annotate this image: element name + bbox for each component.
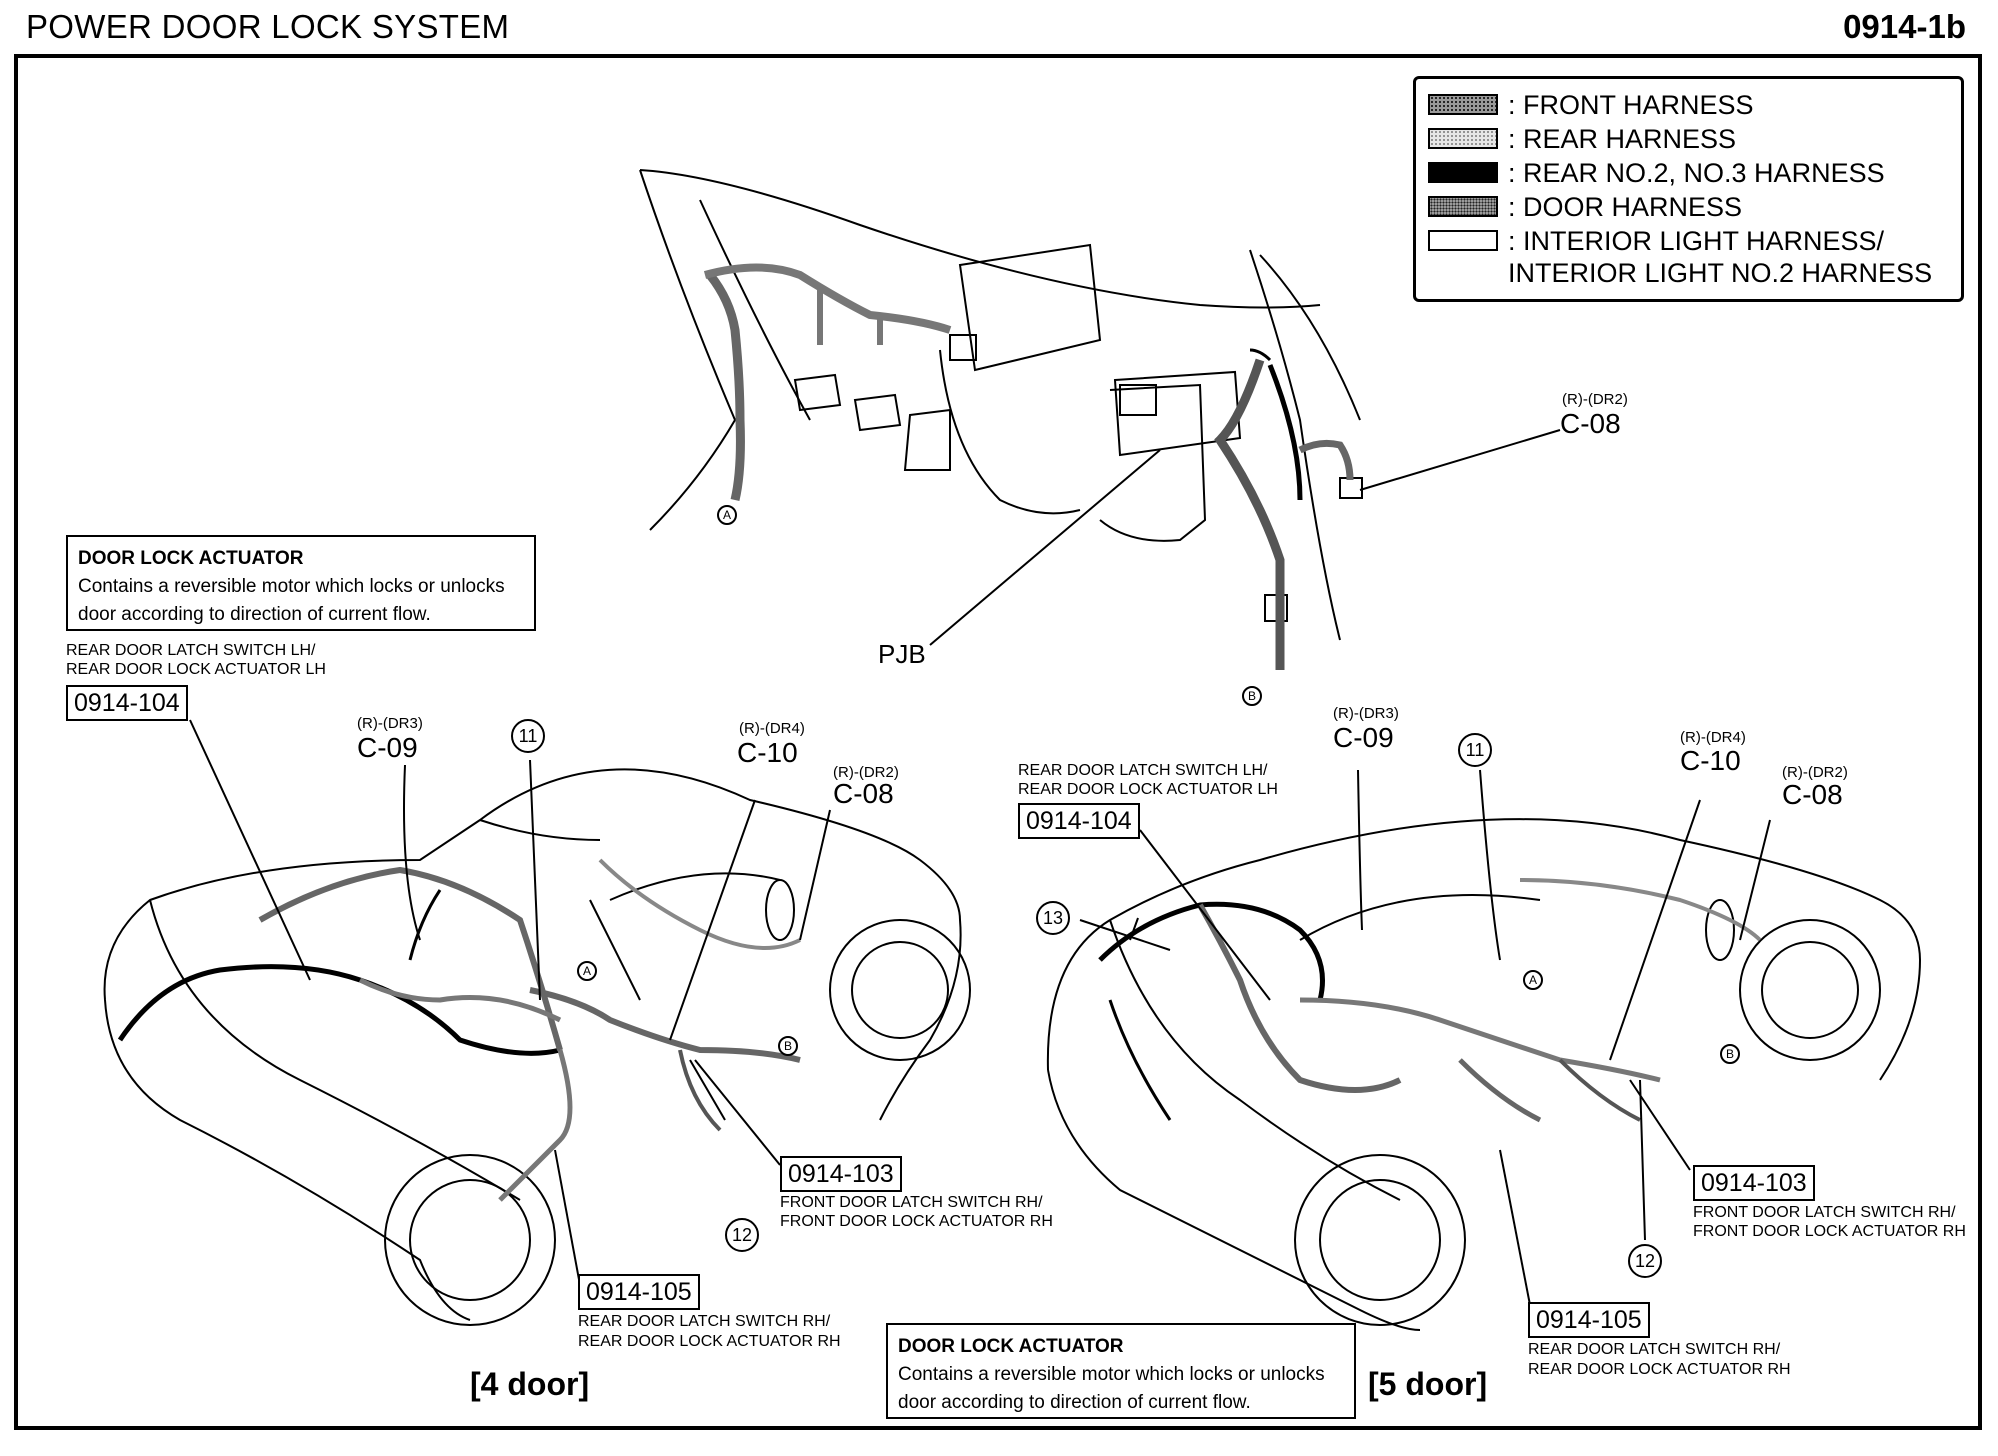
5door-variant-label: [5 door]	[1368, 1366, 1488, 1402]
5door-c10-connector-label: C-10	[1680, 745, 1741, 776]
info-line-2: door according to direction of current f…	[78, 604, 431, 625]
page-title: POWER DOOR LOCK SYSTEM	[26, 8, 510, 45]
legend-label: : REAR HARNESS	[1508, 124, 1737, 154]
5door-rear-rh-desc-1: REAR DOOR LATCH SWITCH RH/	[1528, 1341, 1781, 1358]
car-4door	[103, 719, 971, 1326]
4door-marker-b: B	[778, 1036, 798, 1056]
4door-c09-connector-label: C-09	[357, 732, 418, 763]
door-harness-swatch	[1428, 196, 1498, 217]
4door-rear-lh-code: 0914-104	[66, 685, 188, 721]
info-title: DOOR LOCK ACTUATOR	[78, 548, 304, 569]
door-lock-actuator-info-bottom: DOOR LOCK ACTUATOR Contains a reversible…	[886, 1323, 1356, 1419]
harness-legend: : FRONT HARNESS : REAR HARNESS : REAR NO…	[1413, 76, 1964, 302]
top-c08-connector-label: C-08	[1560, 408, 1621, 439]
legend-label: : FRONT HARNESS	[1508, 90, 1754, 120]
5door-front-rh-desc-1: FRONT DOOR LATCH SWITCH RH/	[1693, 1204, 1956, 1221]
4door-callout-11: 11	[511, 719, 545, 753]
4door-c08-connector-label: C-08	[833, 778, 894, 809]
5door-rear-rh-desc-2: REAR DOOR LOCK ACTUATOR RH	[1528, 1361, 1791, 1378]
5door-c10-pin-label: (R)-(DR4)	[1680, 729, 1746, 746]
car-5door	[1046, 769, 1922, 1331]
door-lock-actuator-info: DOOR LOCK ACTUATOR Contains a reversible…	[66, 535, 536, 631]
5door-rear-lh-code: 0914-104	[1018, 803, 1140, 839]
4door-rear-rh-desc-1: REAR DOOR LATCH SWITCH RH/	[578, 1313, 831, 1330]
legend-label: : INTERIOR LIGHT HARNESS/	[1508, 226, 1885, 256]
4door-rear-rh-code: 0914-105	[578, 1274, 700, 1310]
legend-label: : REAR NO.2, NO.3 HARNESS	[1508, 158, 1885, 188]
5door-rear-lh-desc-1: REAR DOOR LATCH SWITCH LH/	[1018, 762, 1268, 779]
5door-c09-pin-label: (R)-(DR3)	[1333, 705, 1399, 722]
4door-c09-pin-label: (R)-(DR3)	[357, 715, 423, 732]
legend-label-continued: INTERIOR LIGHT NO.2 HARNESS	[1508, 258, 1933, 288]
4door-front-rh-desc-1: FRONT DOOR LATCH SWITCH RH/	[780, 1194, 1043, 1211]
legend-item-rear-harness: : REAR HARNESS	[1428, 123, 1736, 155]
dashboard-view	[639, 169, 1561, 670]
info-line-1: Contains a reversible motor which locks …	[898, 1364, 1325, 1385]
5door-c09-connector-label: C-09	[1333, 722, 1394, 753]
5door-callout-12: 12	[1628, 1244, 1662, 1278]
info-line-1: Contains a reversible motor which locks …	[78, 576, 505, 597]
4door-rear-lh-desc-1: REAR DOOR LATCH SWITCH LH/	[66, 642, 316, 659]
interior-light-harness-swatch	[1428, 230, 1498, 251]
4door-front-rh-desc-2: FRONT DOOR LOCK ACTUATOR RH	[780, 1213, 1053, 1230]
marker-a: A	[717, 505, 737, 525]
page-code: 0914-1b	[1843, 8, 1966, 45]
4door-variant-label: [4 door]	[470, 1366, 590, 1402]
5door-marker-b: B	[1720, 1044, 1740, 1064]
5door-front-rh-desc-2: FRONT DOOR LOCK ACTUATOR RH	[1693, 1223, 1966, 1240]
marker-b: B	[1242, 686, 1262, 706]
4door-marker-a: A	[577, 961, 597, 981]
rear-no2-no3-harness-swatch	[1428, 162, 1498, 183]
info-title: DOOR LOCK ACTUATOR	[898, 1336, 1124, 1357]
5door-rear-lh-desc-2: REAR DOOR LOCK ACTUATOR LH	[1018, 781, 1278, 798]
5door-c08-connector-label: C-08	[1782, 779, 1843, 810]
diagram-frame	[14, 54, 1982, 1430]
5door-callout-13: 13	[1036, 901, 1070, 935]
5door-c08-pin-label: (R)-(DR2)	[1782, 764, 1848, 781]
legend-item-door-harness: : DOOR HARNESS	[1428, 191, 1742, 223]
4door-c10-pin-label: (R)-(DR4)	[739, 720, 805, 737]
5door-front-rh-code: 0914-103	[1693, 1165, 1815, 1201]
4door-c08-pin-label: (R)-(DR2)	[833, 764, 899, 781]
top-c08-pin-label: (R)-(DR2)	[1562, 391, 1628, 408]
rear-harness-swatch	[1428, 128, 1498, 149]
4door-rear-lh-desc-2: REAR DOOR LOCK ACTUATOR LH	[66, 661, 326, 678]
pjb-label: PJB	[878, 639, 926, 669]
4door-callout-12: 12	[725, 1218, 759, 1252]
legend-item-interior-light-harness: : INTERIOR LIGHT HARNESS/ INTERIOR LIGHT…	[1428, 225, 1932, 289]
4door-front-rh-code: 0914-103	[780, 1156, 902, 1192]
legend-item-rear-no2-no3-harness: : REAR NO.2, NO.3 HARNESS	[1428, 157, 1885, 189]
5door-callout-11: 11	[1458, 733, 1492, 767]
legend-item-front-harness: : FRONT HARNESS	[1428, 89, 1754, 121]
front-harness-swatch	[1428, 94, 1498, 115]
4door-rear-rh-desc-2: REAR DOOR LOCK ACTUATOR RH	[578, 1333, 841, 1350]
5door-marker-a: A	[1523, 970, 1543, 990]
5door-rear-rh-code: 0914-105	[1528, 1302, 1650, 1338]
4door-c10-connector-label: C-10	[737, 737, 798, 768]
info-line-2: door according to direction of current f…	[898, 1392, 1251, 1413]
legend-label: : DOOR HARNESS	[1508, 192, 1743, 222]
